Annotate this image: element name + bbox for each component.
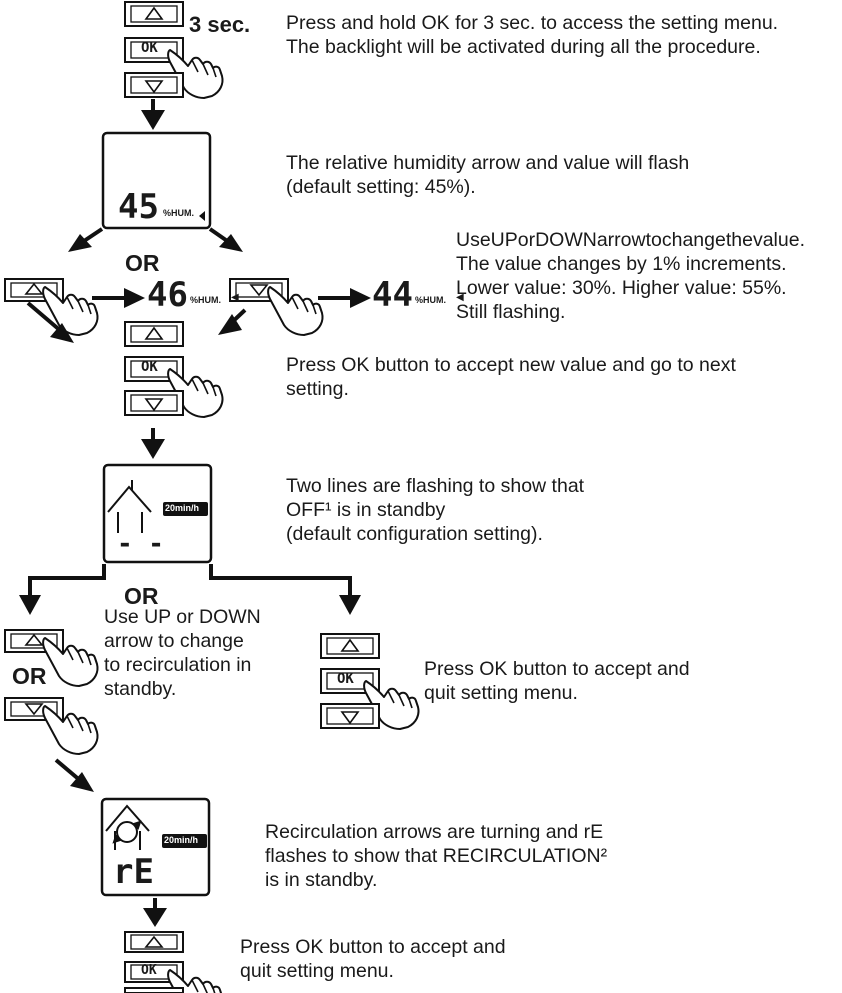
pointing-hand-icon <box>267 286 324 336</box>
or-label: OR <box>12 663 47 689</box>
pointing-hand-icon <box>42 637 99 687</box>
humidity-value-default: 45 <box>118 187 159 227</box>
change-value-text: UseUPorDOWNarrowtochangethevalue. The va… <box>456 229 805 323</box>
hum-unit-label: %HUM. <box>163 208 194 218</box>
off-standby-text: Two lines are flashing to show that OFF¹… <box>286 475 585 545</box>
down-arrow-icon[interactable] <box>124 987 184 993</box>
flow-arrow <box>141 99 165 130</box>
rate-badge-label: 20min/h <box>164 835 199 845</box>
hum-unit-label: %HUM. <box>415 295 446 305</box>
up-arrow-icon[interactable] <box>124 1 184 27</box>
or-label: OR <box>125 250 160 276</box>
accept-quit-text: Press OK button to accept and quit setti… <box>424 658 690 704</box>
humidity-flash-text: The relative humidity arrow and value wi… <box>286 152 690 198</box>
recirc-code-display: rE <box>113 852 154 892</box>
ok-label: OK <box>141 359 158 375</box>
flow-arrow <box>141 428 165 459</box>
pointing-hand-icon <box>42 705 99 755</box>
flash-indicator-icon <box>199 211 205 221</box>
display-humidity <box>101 131 212 230</box>
updown-recirc-text: Use UP or DOWN arrow to change to recirc… <box>104 606 261 700</box>
recirculation-icon <box>105 804 150 850</box>
off-code-display: - - <box>117 529 164 559</box>
down-arrow-icon[interactable] <box>124 72 184 98</box>
flash-indicator-icon: ◀ <box>456 292 464 303</box>
up-arrow-icon[interactable] <box>320 633 380 659</box>
ok-label: OK <box>337 671 354 687</box>
rate-badge-label: 20min/h <box>165 503 200 513</box>
ok-label: OK <box>141 963 157 978</box>
rate-badge <box>163 502 208 516</box>
house-icon <box>107 480 152 533</box>
hold-duration-label: 3 sec. <box>189 12 251 37</box>
or-label: OR <box>124 583 159 609</box>
up-arrow-icon[interactable] <box>124 931 184 953</box>
humidity-value-up: 46 <box>147 275 188 315</box>
down-arrow-icon[interactable] <box>320 703 380 729</box>
pointing-hand-icon <box>42 286 99 336</box>
humidity-value-down: 44 <box>372 275 413 315</box>
accept-quit-final-text: Press OK button to accept and quit setti… <box>240 936 506 982</box>
hold-instruction: Press and hold OK for 3 sec. to access t… <box>286 12 779 58</box>
flow-arrow <box>143 898 167 927</box>
down-arrow-icon[interactable] <box>124 390 184 416</box>
hum-unit-label: %HUM. <box>190 295 221 305</box>
ok-label: OK <box>141 40 158 56</box>
up-arrow-icon[interactable] <box>124 321 184 347</box>
recirc-standby-text: Recirculation arrows are turning and rE … <box>265 821 608 891</box>
rate-badge <box>162 834 207 848</box>
accept-next-text: Press OK button to accept new value and … <box>286 354 736 400</box>
flash-indicator-icon: ◀ <box>231 292 239 303</box>
